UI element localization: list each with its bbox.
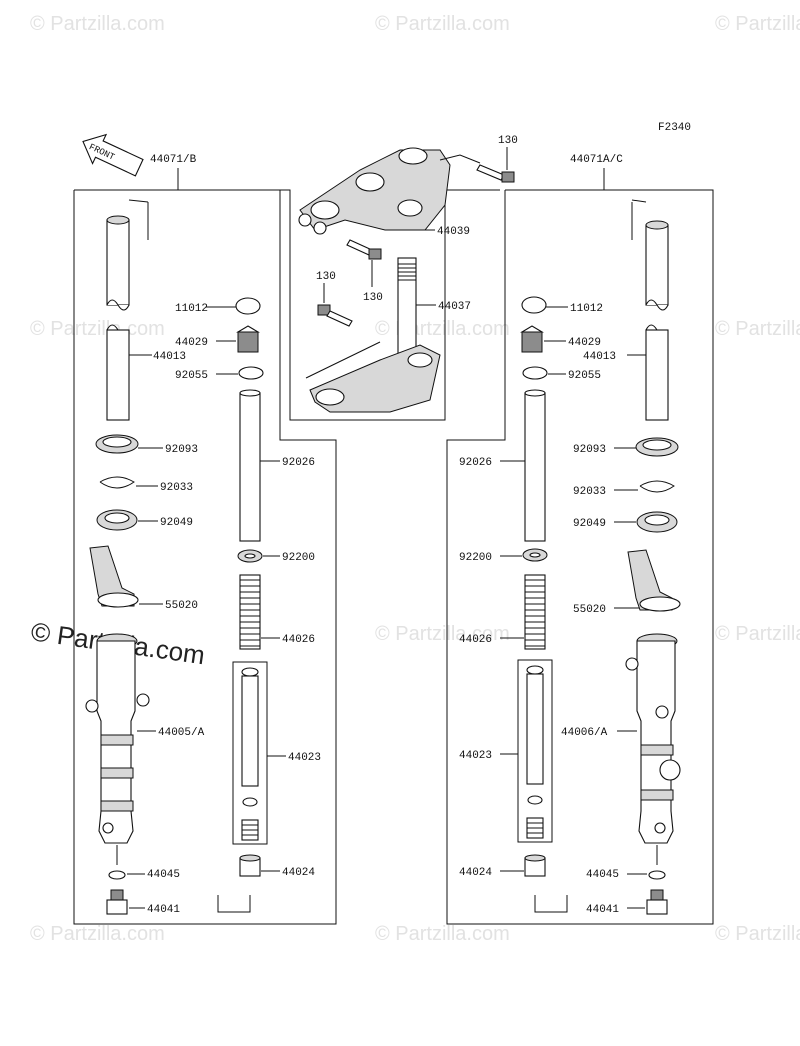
left-adjuster (236, 325, 260, 353)
steering-stem (309, 257, 441, 413)
right-label-washer: 44045 (586, 869, 619, 881)
right-label-bottom-case: 44006/A (561, 727, 608, 739)
left-bottom-case (85, 633, 150, 844)
right-assembly-label: 44071A/C (570, 154, 623, 166)
left-label-oil-seal-cover: 92093 (165, 444, 198, 456)
watermark-text: © Partzilla.com (375, 13, 510, 35)
right-label-cap: 11012 (570, 303, 603, 315)
right-label-pipe: 92026 (459, 457, 492, 469)
left-label-bolt: 44041 (147, 904, 180, 916)
upper-assembly: 44039 130 130 130 4403 (280, 135, 518, 421)
left-bolt (106, 889, 128, 915)
right-label-oil-seal: 92049 (573, 518, 606, 530)
top-bracket (298, 147, 451, 235)
right-spring (524, 574, 546, 650)
watermark-text: © Partzilla.com (715, 623, 800, 645)
left-piece (239, 854, 261, 877)
diagram-code: F2340 (658, 122, 691, 134)
left-label-bottom-case: 44005/A (158, 727, 205, 739)
right-label-tube: 44013 (583, 351, 616, 363)
right-label-spring: 44026 (459, 634, 492, 646)
right-label-bolt: 44041 (586, 904, 619, 916)
upper-bolt-left (317, 304, 353, 327)
right-label-adjuster: 44029 (568, 337, 601, 349)
watermark-text: © Partzilla.com (30, 318, 165, 340)
right-clip (639, 480, 675, 493)
watermark-text: © Partzilla.com (375, 623, 510, 645)
right-label-cylinder: 44023 (459, 750, 492, 762)
left-fork-panel: 44071/B 11012 44029 92055 44013 (73, 154, 337, 925)
watermark-text: © Partzilla.com (30, 923, 165, 945)
left-label-cap: 11012 (175, 303, 208, 315)
upper-bolt-top (476, 164, 515, 183)
left-label-washer: 44045 (147, 869, 180, 881)
upper-label-bolt-top: 130 (498, 135, 518, 147)
watermark-text: © Partzilla.com (375, 923, 510, 945)
right-fork-panel: 44071A/C 11012 44029 92055 44013 (446, 154, 714, 925)
right-cylinder (517, 659, 553, 843)
left-protector (89, 545, 139, 608)
left-inner-tube (106, 199, 149, 421)
left-label-adjuster: 44029 (175, 337, 208, 349)
watermark-text: © Partzilla.com (375, 318, 510, 340)
right-label-protector: 55020 (573, 604, 606, 616)
right-piece (524, 854, 546, 877)
upper-label-stem: 44037 (438, 301, 471, 313)
right-oring (522, 366, 548, 380)
left-label-tube: 44013 (153, 351, 186, 363)
watermark-text: © Partzilla.com (30, 13, 165, 35)
left-pipe (239, 392, 261, 542)
right-label-piece: 44024 (459, 867, 492, 879)
right-inner-tube (631, 199, 669, 421)
left-label-oil-seal: 92049 (160, 517, 193, 529)
left-clip (99, 476, 135, 489)
left-cylinder (232, 661, 268, 845)
watermark-text: © Partzilla.com (715, 318, 800, 340)
left-assembly-label: 44071/B (150, 154, 197, 166)
left-washer (108, 870, 126, 880)
right-cap (521, 296, 547, 314)
left-cap (235, 297, 261, 315)
upper-bolt-mid (346, 239, 382, 260)
right-washer (648, 870, 666, 880)
watermark-text: © Partzilla.com (715, 13, 800, 35)
left-label-clip: 92033 (160, 482, 193, 494)
upper-label-bolt-left: 130 (316, 271, 336, 283)
left-label-protector: 55020 (165, 600, 198, 612)
left-label-washer-seat: 92200 (282, 552, 315, 564)
left-label-oring: 92055 (175, 370, 208, 382)
left-spring (239, 574, 261, 650)
right-label-oil-seal-cover: 92093 (573, 444, 606, 456)
front-arrow-icon: FRONT (82, 133, 144, 177)
left-label-cylinder: 44023 (288, 752, 321, 764)
right-label-washer-seat: 92200 (459, 552, 492, 564)
upper-label-bracket: 44039 (437, 226, 470, 238)
upper-label-bolt-mid: 130 (363, 292, 383, 304)
watermark-text: © Partzilla.com (715, 923, 800, 945)
left-oring (238, 366, 264, 380)
left-label-pipe: 92026 (282, 457, 315, 469)
right-adjuster (520, 325, 544, 353)
left-label-spring: 44026 (282, 634, 315, 646)
right-bolt (646, 889, 668, 915)
right-label-clip: 92033 (573, 486, 606, 498)
right-pipe (524, 392, 546, 542)
left-label-piece: 44024 (282, 867, 315, 879)
right-protector (627, 549, 681, 612)
right-bottom-case (625, 633, 681, 844)
right-label-oring: 92055 (568, 370, 601, 382)
